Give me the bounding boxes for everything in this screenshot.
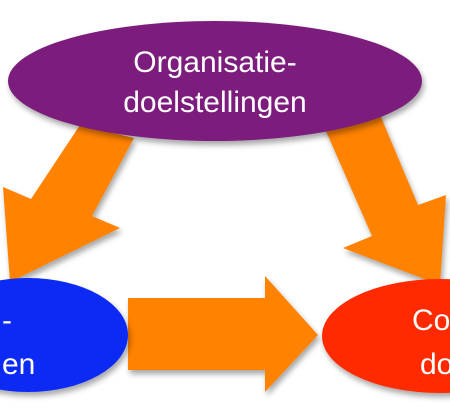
node-right: [322, 279, 450, 393]
node-top-line2: doelstellingen: [123, 86, 306, 119]
node-left-line1: -: [2, 304, 12, 337]
node-top-line1: Organisatie-: [133, 46, 296, 79]
node-right-line2: do: [420, 348, 450, 381]
arrow-top-to-right: [322, 110, 446, 285]
arrow-top-to-left: [3, 125, 134, 282]
node-organisatiedoelstellingen: [8, 21, 422, 141]
arrow-left-to-right: [128, 276, 318, 392]
node-right-line1: Co: [412, 304, 450, 337]
node-left: [0, 278, 128, 392]
node-left-line2: en: [2, 348, 35, 381]
